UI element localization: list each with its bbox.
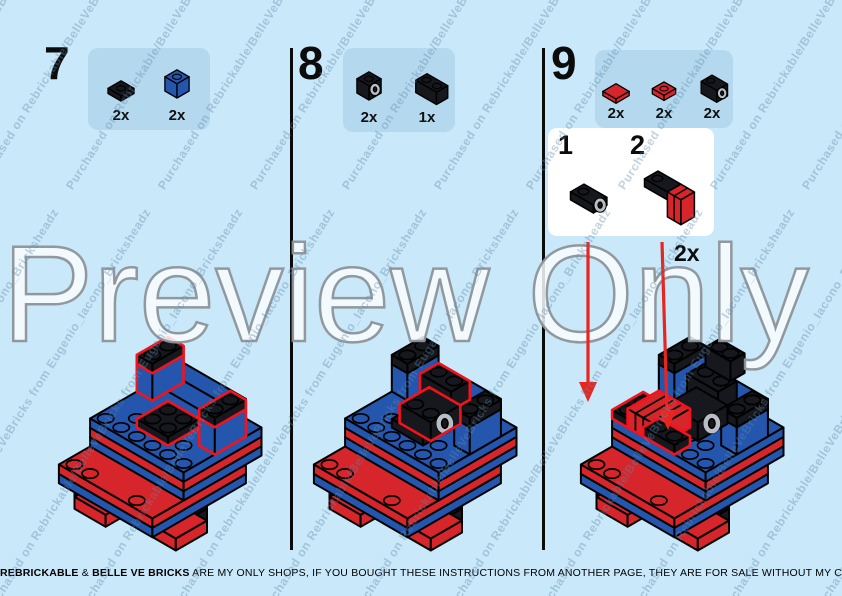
part-item: 2x bbox=[594, 70, 638, 123]
part-item: 2x bbox=[151, 62, 203, 125]
substep-number-2: 2 bbox=[630, 130, 646, 160]
black-1x1-side-stud-brick-icon bbox=[356, 70, 382, 101]
assembly-diagram-step7 bbox=[57, 335, 263, 552]
footer-disclaimer: REBRICKABLE & BELLE VE BRICKS ARE MY ONL… bbox=[0, 567, 842, 579]
black-1x1-plate-icon bbox=[107, 79, 135, 102]
part-quantity: 2x bbox=[655, 104, 673, 122]
assembly-diagram-step9 bbox=[579, 335, 785, 552]
part-quantity: 1x bbox=[418, 108, 436, 126]
substep2-piece-icon bbox=[643, 170, 696, 226]
parts-box-step9: 2x 2x 2x bbox=[595, 50, 733, 128]
substep1-piece-icon bbox=[569, 183, 608, 214]
part-item: 2x bbox=[690, 68, 734, 123]
ampersand: & bbox=[81, 567, 89, 579]
disclaimer-text: ARE MY ONLY SHOPS, IF YOU BOUGHT THESE I… bbox=[192, 567, 842, 579]
shop-name-rebrickable: REBRICKABLE bbox=[0, 567, 79, 579]
step-panel-8: 8 2x 1x bbox=[291, 0, 543, 596]
part-item: 2x bbox=[642, 70, 686, 123]
panel-divider bbox=[290, 48, 293, 550]
substep-number-1: 1 bbox=[558, 130, 574, 160]
parts-box-step7: 2x 2x bbox=[88, 48, 210, 130]
part-quantity: 2x bbox=[703, 104, 721, 122]
part-quantity: 2x bbox=[112, 106, 130, 124]
shop-name-belleve-bricks: BELLE VE BRICKS bbox=[92, 567, 190, 579]
part-quantity: 2x bbox=[607, 104, 625, 122]
assembly-diagram-step8 bbox=[312, 335, 518, 552]
part-item: 2x bbox=[343, 64, 395, 127]
step-panel-9: 9 2x 2x 2x bbox=[543, 0, 842, 596]
substep-multiplier: 2x bbox=[674, 240, 700, 266]
part-quantity: 2x bbox=[168, 106, 186, 124]
part-quantity: 2x bbox=[360, 108, 378, 126]
panel-divider bbox=[542, 48, 545, 550]
red-1x1-tile-icon bbox=[602, 82, 630, 104]
step-number-8: 8 bbox=[298, 37, 324, 89]
black-1x2-brick-icon bbox=[415, 72, 449, 105]
step-number-9: 9 bbox=[551, 37, 577, 89]
blue-1x1-brick-icon bbox=[164, 68, 190, 99]
step-panel-7: 7 2x 2x bbox=[0, 0, 291, 596]
red-1x1-plate-icon bbox=[651, 80, 677, 101]
substep-box: 1 2 bbox=[548, 128, 714, 236]
black-bracket-icon bbox=[700, 73, 729, 103]
parts-box-step8: 2x 1x bbox=[343, 48, 455, 132]
part-item: 2x bbox=[95, 66, 147, 125]
part-item: 1x bbox=[399, 66, 455, 127]
step-number-7: 7 bbox=[44, 37, 70, 89]
